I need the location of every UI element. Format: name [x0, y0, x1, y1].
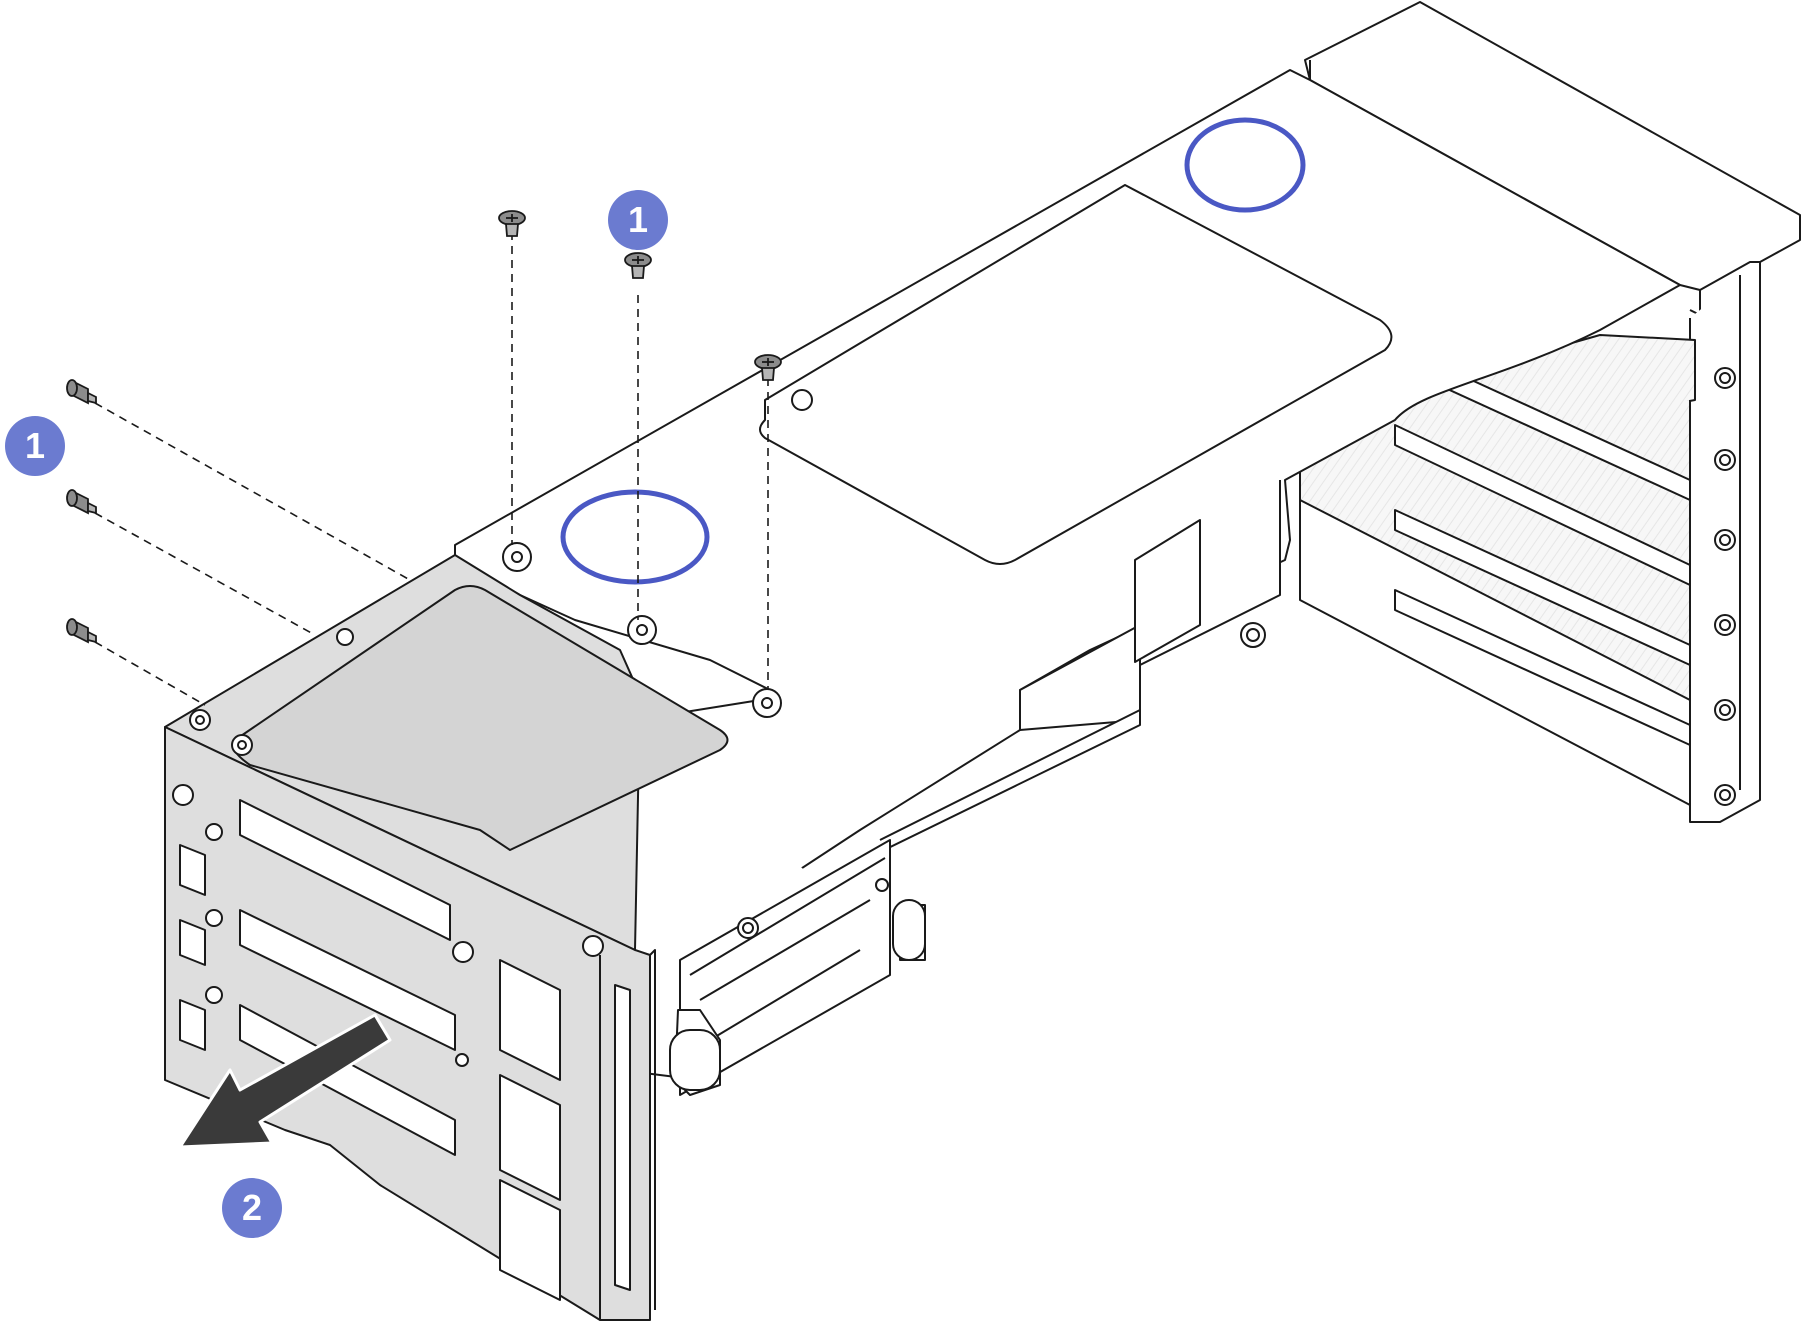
callout-1-left-label: 1 — [25, 425, 45, 466]
screws — [66, 210, 782, 644]
slot-thumbscrews — [1714, 367, 1736, 806]
screw-icon — [624, 252, 652, 279]
removal-direction-arrow-icon — [178, 1013, 392, 1149]
highlight-rings — [560, 117, 1306, 585]
screw-icon — [498, 210, 526, 237]
callout-2-label: 2 — [242, 1187, 262, 1228]
dashed-guide-lines — [94, 232, 769, 706]
callout-1-top-label: 1 — [628, 199, 648, 240]
highlight-ring-screw-top — [1184, 117, 1306, 213]
screw-icon — [66, 618, 97, 644]
screw-icon — [66, 489, 97, 515]
highlight-ring-screw-middle — [560, 489, 710, 585]
riser-top-cover — [454, 69, 1681, 1096]
callout-1-top: 1 — [608, 190, 668, 250]
callout-2: 2 — [222, 1178, 282, 1238]
screw-icon — [66, 379, 97, 405]
callout-1-left: 1 — [5, 416, 65, 476]
screw-icon — [754, 354, 782, 381]
